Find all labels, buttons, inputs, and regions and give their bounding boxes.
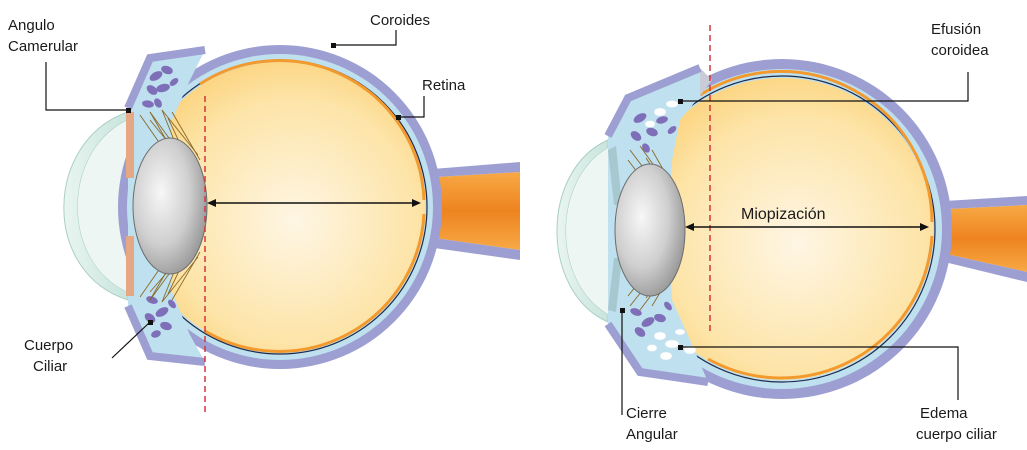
left-eye: Angulo Camerular Coroides Retina Cuerpo … [8,12,520,416]
iris-top [126,112,134,178]
edema-label-line1: Edema [920,405,968,422]
right-eye: Efusión coroidea Miopización Cierre Angu… [557,21,1027,443]
edema-label-line2: cuerpo ciliar [916,426,997,443]
angle-label-line2: Camerular [8,38,78,55]
angle-label-line1: Angulo [8,17,55,34]
choroid-label: Coroides [370,12,430,29]
myopization-label: Miopización [741,206,825,223]
lens-right [615,164,685,296]
lens [133,138,207,274]
iris-bottom [126,236,134,296]
ciliary-label-line2: Ciliar [33,358,67,375]
closure-label-line2: Angular [626,426,678,443]
ciliary-label-line1: Cuerpo [24,337,73,354]
retina-label: Retina [422,77,466,94]
effusion-label-line1: Efusión [931,21,981,38]
effusion-label-line2: coroidea [931,42,989,59]
closure-label-line1: Cierre [626,405,667,422]
